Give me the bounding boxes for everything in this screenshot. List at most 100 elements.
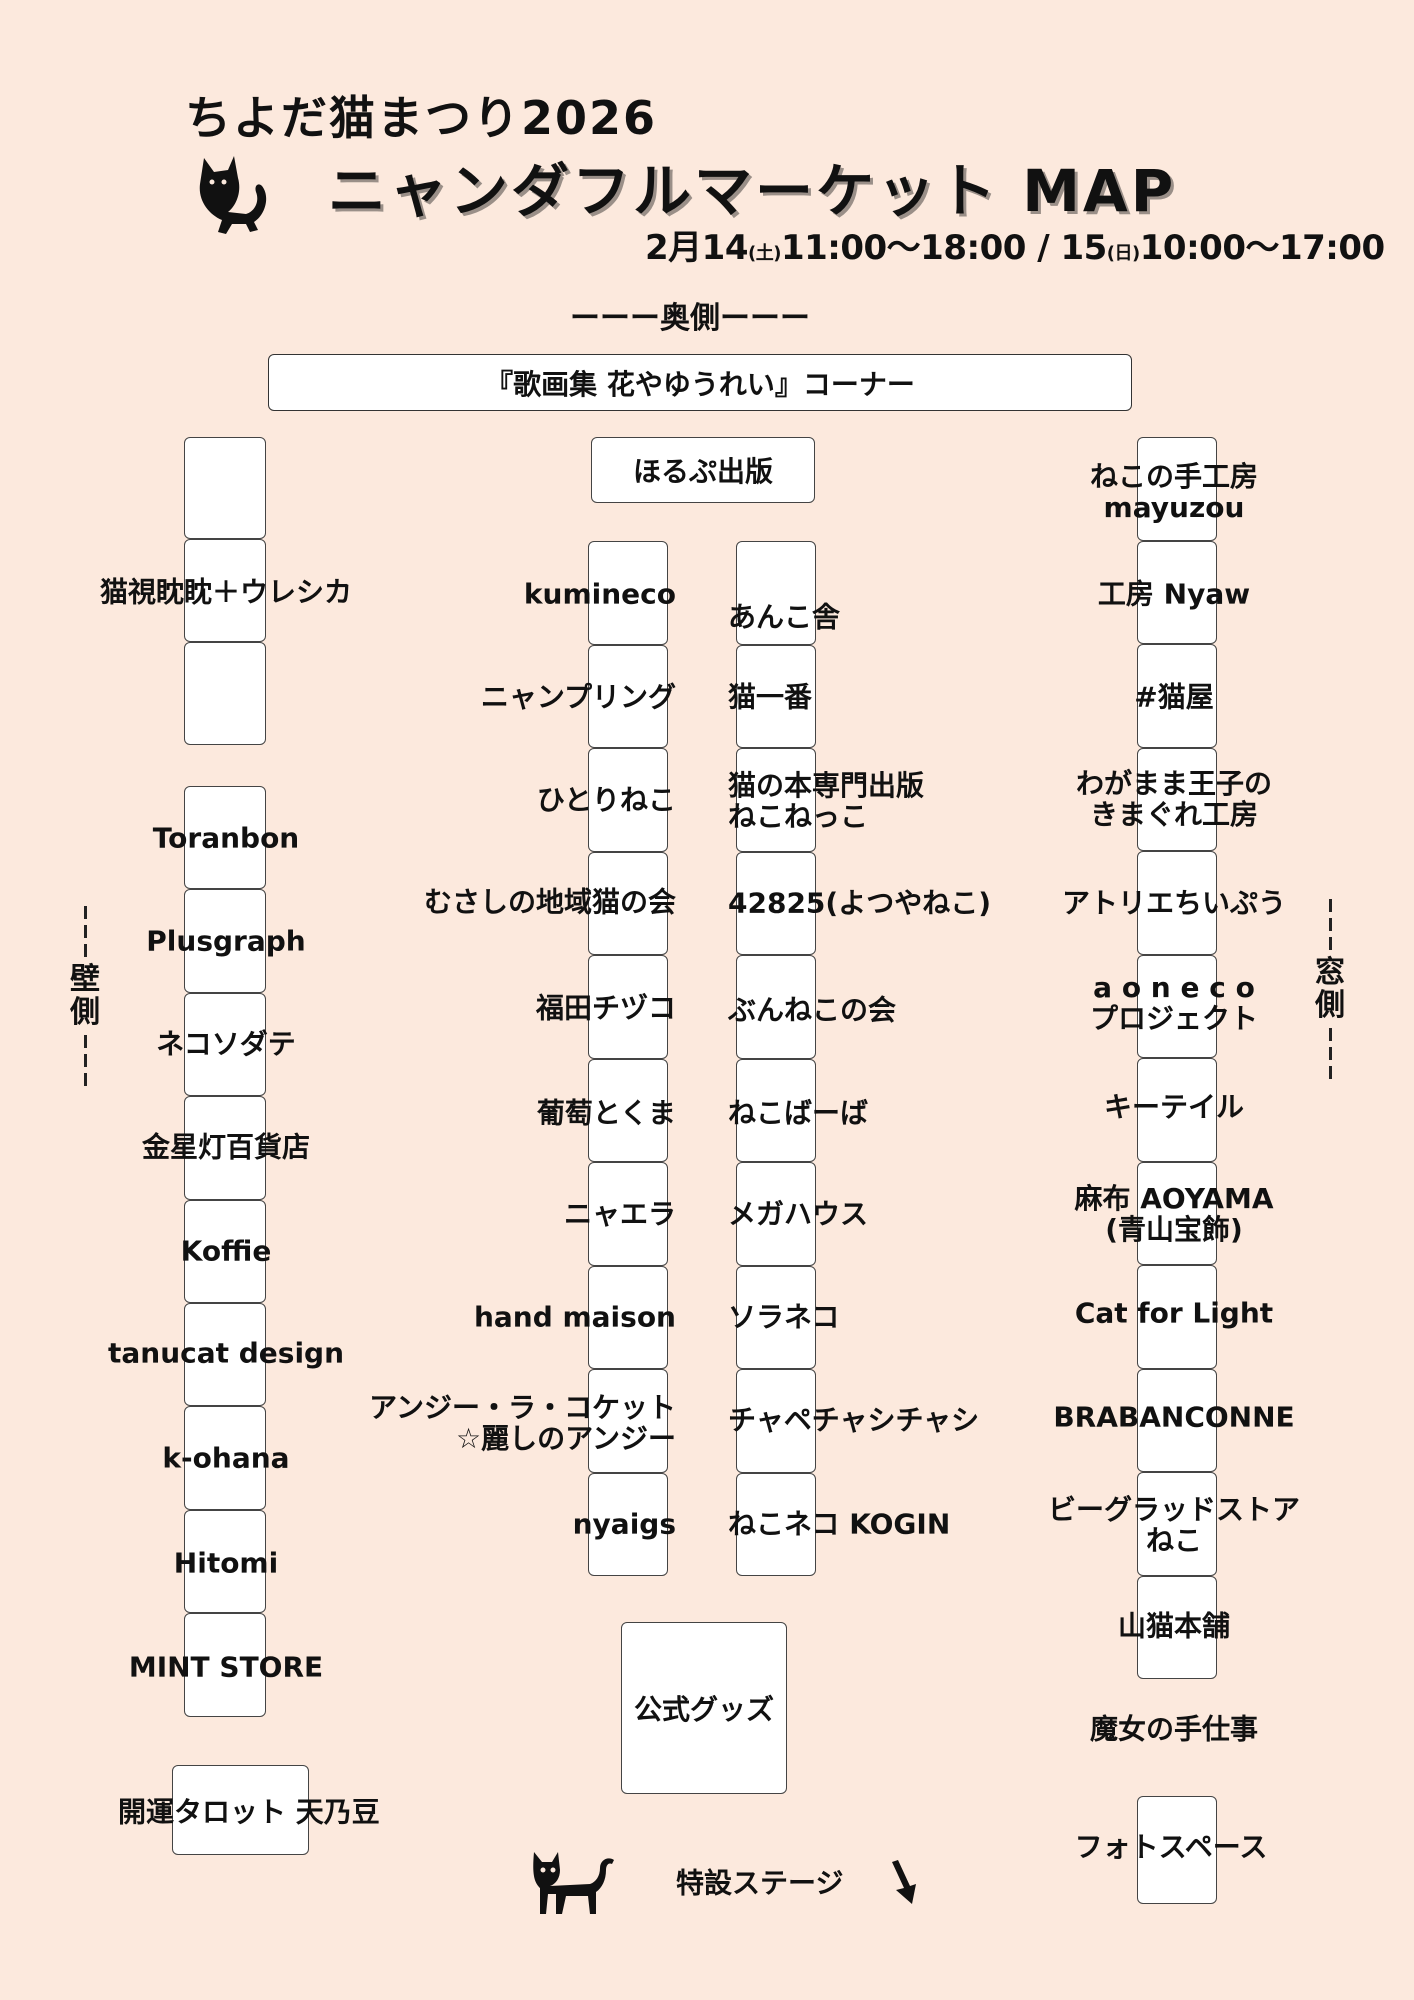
center-left-booth-name: nyaigs (573, 1509, 676, 1540)
booth-right-6 (1137, 954, 1217, 1058)
booth-center-right-6 (736, 1058, 816, 1162)
booth-label-line: a o n e c o (1093, 971, 1255, 1004)
booth-label-line: メガハウス (728, 1197, 869, 1231)
booth-right-4 (1137, 747, 1217, 851)
booth-label-line: ねこの手工房 (1089, 460, 1259, 493)
booth-label-line: 魔女の手仕事 (1089, 1712, 1259, 1746)
booth-center-right-4 (736, 851, 816, 955)
booth-label-line: ネコソダテ (156, 1027, 296, 1061)
booth-label-line: 福田チヅコ (535, 991, 676, 1025)
booth-center-left-7 (588, 1162, 668, 1266)
booth-horupu: ほるぷ出版 (591, 437, 815, 503)
right-booth-name: 山猫本舗 (1118, 1611, 1230, 1642)
center-left-booth-name: kumineco (524, 579, 676, 610)
booth-left-top-2 (184, 539, 266, 642)
booth-label-line: 猫一番 (728, 680, 813, 714)
booth-label-line: 猫視眈眈＋ウレシカ (99, 575, 353, 609)
event-dates: 2月14(土)11:00〜18:00 / 15(日)10:00〜17:00 (645, 220, 1385, 269)
booth-label-line: ニャンプリング (480, 680, 676, 714)
booth-right-7 (1137, 1058, 1217, 1162)
booth-right-5 (1137, 851, 1217, 955)
center-right-booth-name: ぶんねこの会 (728, 995, 896, 1026)
booth-label-line: あんこ舎 (728, 600, 841, 634)
left-booth-name: Plusgraph (146, 926, 305, 957)
date-time2: 10:00〜17:00 (1139, 228, 1385, 268)
booth-label-line: 麻布 AOYAMA (1074, 1182, 1274, 1215)
booth-center-left-6 (588, 1058, 668, 1162)
center-left-booth-name: アンジー・ラ・コケット☆麗しのアンジー (369, 1392, 676, 1454)
wall-side-label: 壁側 (68, 900, 102, 1092)
right-booth-name: 麻布 AOYAMA(青山宝飾) (1074, 1183, 1273, 1245)
booth-left-3 (184, 992, 266, 1097)
tarot-label: 開運タロット 天乃豆 (118, 1795, 380, 1829)
booth-left-top-1 (184, 437, 266, 539)
center-right-booth-name: 42825(よつやねこ) (728, 888, 991, 919)
booth-center-right-1 (736, 541, 816, 645)
center-right-booth-name: 猫の本専門出版ねこねっこ (728, 770, 924, 832)
back-side-label: ーーー奥側ーーー (570, 301, 810, 336)
right-booth-name: 工房 Nyaw (1098, 579, 1250, 610)
booth-label-line: アンジー・ラ・コケット (369, 1391, 676, 1424)
booth-right-12 (1137, 1575, 1217, 1679)
date-day1: 2月14 (645, 228, 748, 268)
booth-left-6 (184, 1303, 266, 1407)
booth-right-8 (1137, 1161, 1217, 1265)
weekday-sun: (日) (1106, 243, 1140, 264)
booth-label-line: ぶんねこの会 (728, 993, 897, 1027)
left-booth-name: k-ohana (162, 1443, 289, 1474)
booth-label-line: ビーグラッドストア (1047, 1493, 1301, 1526)
booth-center-left-4 (588, 851, 668, 955)
right-booth-name: わがまま王子のきまぐれ工房 (1076, 768, 1272, 830)
center-left-booth-name: ニャエラ (564, 1199, 676, 1230)
booth-center-right-10 (736, 1472, 816, 1576)
map-title: ニャンダフルマーケット MAP (328, 157, 1177, 225)
booth-label-line: ソラネコ (728, 1300, 840, 1334)
official-goods-booth: 公式グッズ (621, 1622, 787, 1794)
left-booth-name: tanucat design (108, 1338, 344, 1369)
center-left-booth-name: 福田チヅコ (536, 993, 676, 1024)
booth-center-left-3 (588, 748, 668, 852)
left-booth-name: MINT STORE (129, 1652, 323, 1683)
booth-right-3 (1137, 644, 1217, 748)
center-right-booth-name: 猫一番 (728, 682, 812, 713)
right-booth-name: BRABANCONNE (1053, 1402, 1294, 1433)
left-booth-name: 金星灯百貨店 (142, 1132, 310, 1163)
right-booth-name: Cat for Light (1075, 1298, 1273, 1329)
left-booth-name: ネコソダテ (156, 1029, 295, 1060)
center-left-booth-name: 葡萄とくま (537, 1098, 676, 1129)
booth-label-line: ☆麗しのアンジー (456, 1422, 676, 1455)
booth-center-left-9 (588, 1369, 668, 1473)
booth-right-10 (1137, 1368, 1217, 1472)
booth-label-line: #猫屋 (1134, 680, 1214, 714)
arrow-down-right-icon (892, 1860, 916, 1904)
booth-label-line: キーテイル (1103, 1090, 1245, 1124)
booth-label-line: ねこネコ KOGIN (728, 1507, 951, 1541)
booth-center-left-10 (588, 1472, 668, 1576)
booth-left-5 (184, 1199, 266, 1303)
booth-left-1 (184, 786, 266, 890)
booth-label-line: Plusgraph (146, 924, 306, 958)
right-booth-name: キーテイル (1104, 1092, 1244, 1123)
center-right-booth-name: あんこ舎 (728, 602, 840, 633)
booth-label-line: 葡萄とくま (536, 1096, 676, 1130)
left-booth-name: Toranbon (153, 823, 299, 854)
left-booth-name: Koffie (181, 1236, 272, 1267)
booth-label-line: BRABANCONNE (1053, 1400, 1295, 1434)
date-time1: 11:00〜18:00 / 15 (780, 228, 1107, 268)
booth-label-line: hand maison (473, 1300, 676, 1334)
booth-label-line: 工房 Nyaw (1097, 577, 1251, 611)
booth-label-line: きまぐれ工房 (1089, 798, 1259, 831)
booth-center-right-9 (736, 1369, 816, 1473)
booth-left-4 (184, 1096, 266, 1200)
booth-label-line: わがまま王子の (1075, 767, 1273, 800)
booth-label-line: 42825(よつやねこ) (728, 886, 992, 920)
center-left-booth-name: ひとりねこ (537, 785, 676, 816)
booth-center-right-8 (736, 1265, 816, 1369)
booth-center-right-2 (736, 644, 816, 748)
booth-label-line: ねこばーば (728, 1096, 869, 1130)
booth-label-line: ひとりねこ (536, 783, 676, 817)
booth-left-9 (184, 1613, 266, 1717)
corner-booth: 『歌画集 花やゆうれい』コーナー (268, 354, 1132, 411)
